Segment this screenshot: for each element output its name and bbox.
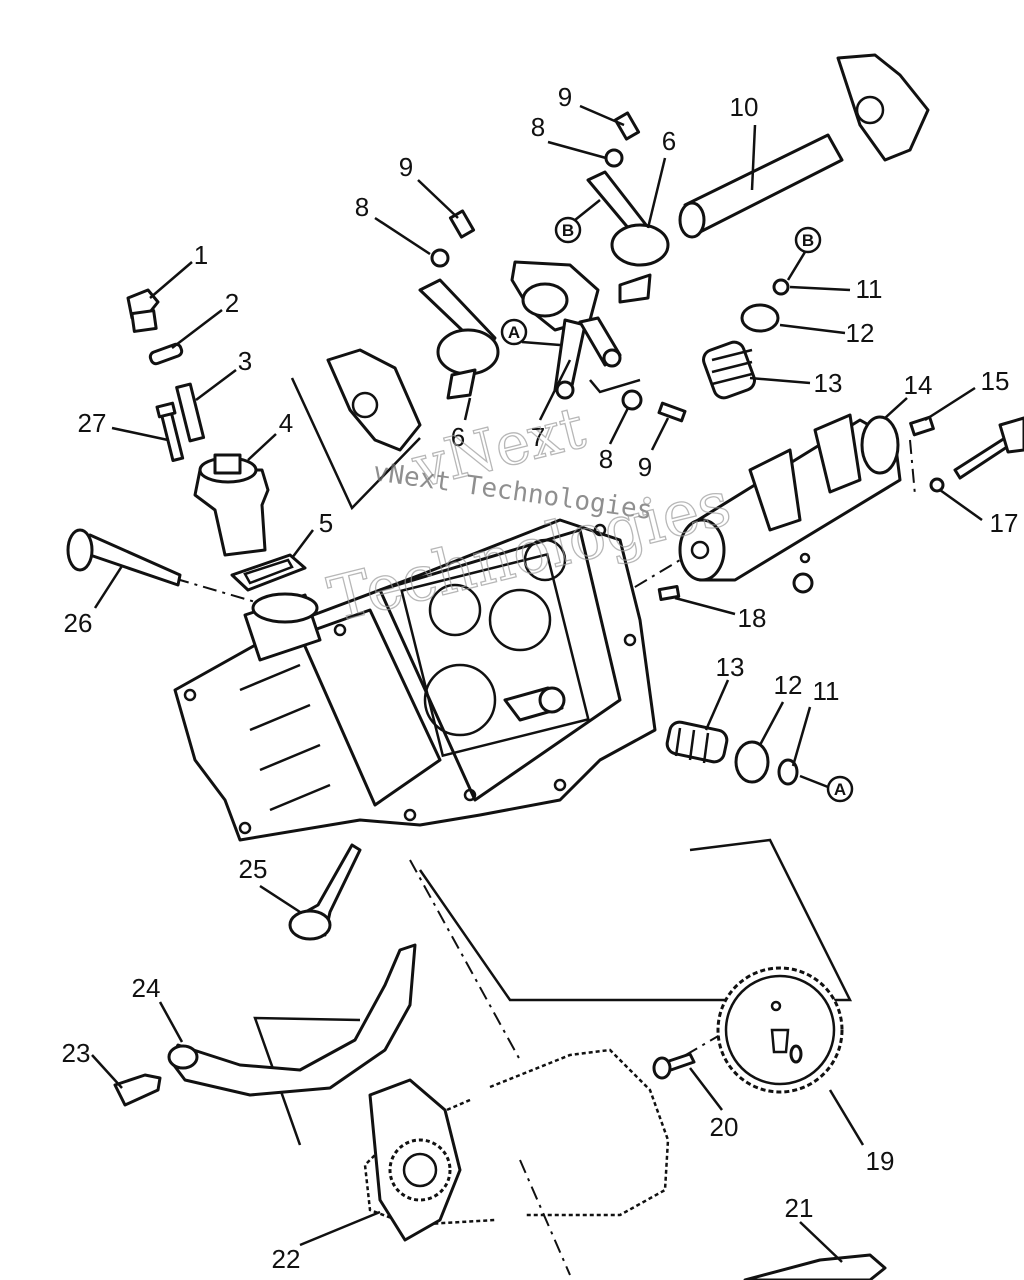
- callout-label: 8: [355, 192, 369, 222]
- callout-label: 17: [990, 508, 1019, 538]
- callout-label: 5: [319, 508, 333, 538]
- callout-label: 15: [981, 366, 1010, 396]
- callout-label: 22: [272, 1244, 301, 1274]
- valve-train: [66, 278, 799, 941]
- rocker-support-left: [326, 348, 422, 452]
- guide-bracket-bottom: [418, 838, 853, 1002]
- callout-label: 6: [662, 126, 676, 156]
- callout-label: 11: [856, 274, 883, 304]
- tensioner-gasket-shape: [230, 553, 307, 592]
- callout-labels: 1 2 3 4 5 6 6 7 8 8 8 9 9 9 10 11 11 12 …: [62, 82, 1019, 1274]
- guide-head-down: [409, 859, 521, 1061]
- ref-letter: A: [508, 323, 520, 342]
- rocker-assembly: [326, 53, 930, 452]
- callout-label: 19: [866, 1146, 895, 1176]
- callout-label: 13: [716, 652, 745, 682]
- callout-label: 24: [132, 973, 161, 1003]
- camshaft: [657, 413, 1024, 601]
- callout-label: 25: [239, 854, 268, 884]
- ref-leaders: [521, 199, 829, 789]
- callout-label: 8: [531, 112, 545, 142]
- callout-label: 9: [638, 452, 652, 482]
- rocker-shaft: [683, 133, 844, 234]
- cylinder-head: [173, 518, 657, 842]
- ref-marker-a-upper: A: [500, 318, 528, 346]
- callout-label: 7: [531, 422, 545, 452]
- ref-marker-b-rocker: B: [554, 216, 582, 244]
- cam-chain-tensioner: [193, 453, 307, 592]
- ref-letter: B: [562, 221, 574, 240]
- ref-letter: A: [834, 780, 846, 799]
- callout-label: 13: [814, 368, 843, 398]
- callout-label: 26: [64, 608, 93, 638]
- callout-label: 1: [194, 240, 208, 270]
- callout-label: 9: [558, 82, 572, 112]
- callout-label: 12: [774, 670, 803, 700]
- callout-label: 3: [238, 346, 252, 376]
- callout-label: 8: [599, 444, 613, 474]
- callout-label: 20: [710, 1112, 739, 1142]
- callout-label: 12: [846, 318, 875, 348]
- callout-label: 27: [78, 408, 107, 438]
- callout-label: 9: [399, 152, 413, 182]
- chain-guide-upper: [168, 943, 417, 1097]
- callout-label: 21: [785, 1193, 814, 1223]
- callout-label: 10: [730, 92, 759, 122]
- callout-label: 18: [738, 603, 767, 633]
- guide-bracket-left: [290, 377, 421, 511]
- chain-guides: [113, 943, 887, 1280]
- guide-bracket-chain: [253, 1016, 361, 1146]
- callout-label: 6: [451, 422, 465, 452]
- callout-label: 14: [904, 370, 933, 400]
- guide-chain-down: [519, 1159, 571, 1276]
- callout-label: 4: [279, 408, 293, 438]
- ref-marker-a-lower: A: [826, 775, 854, 803]
- callout-label: 23: [62, 1038, 91, 1068]
- guide-rocker-A: [589, 378, 641, 394]
- callout-leaders: [91, 104, 983, 1263]
- ref-marker-b-adjuster: B: [794, 226, 822, 254]
- cam-sprocket-and-chain: [363, 966, 844, 1242]
- callout-label: 2: [225, 288, 239, 318]
- callout-label: 11: [813, 676, 840, 706]
- ref-letter: B: [802, 231, 814, 250]
- chain-guide-lower: [743, 1253, 887, 1280]
- guide-pin-17: [909, 439, 916, 496]
